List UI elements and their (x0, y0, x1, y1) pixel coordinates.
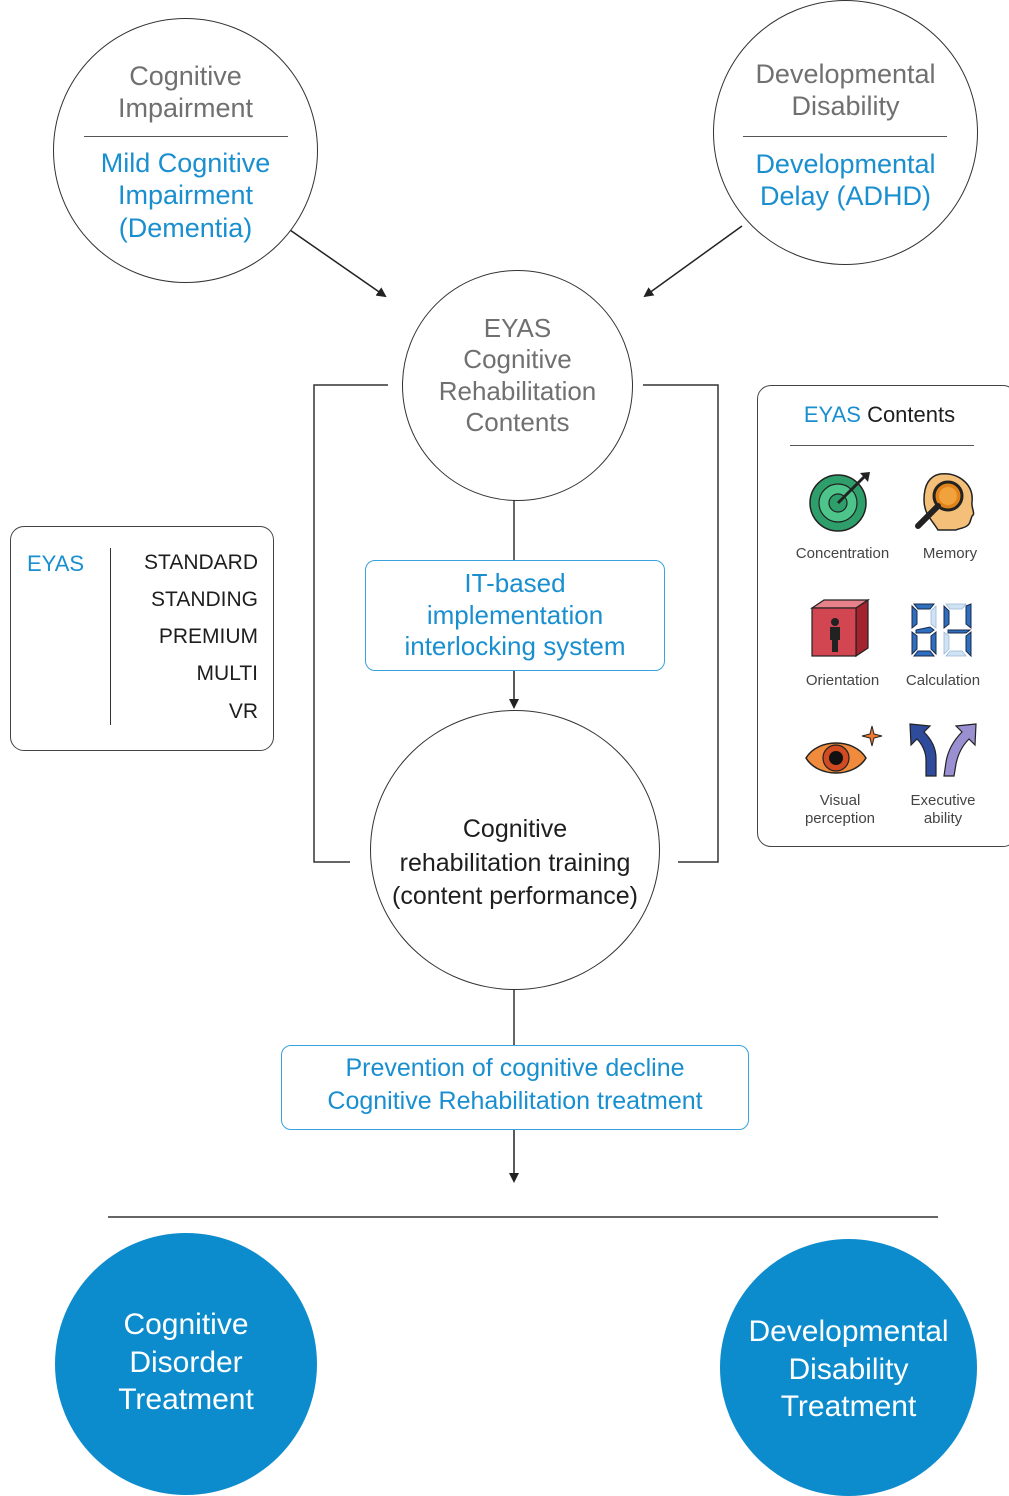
cognitive-disorder-treatment-circle (55, 1233, 317, 1495)
eyas-contents-title: EYAS Cognitive Rehabilitation Contents (438, 313, 597, 438)
cognitive-impairment-category: Cognitive Impairment (117, 61, 254, 124)
eye-icon (805, 725, 883, 774)
training-circle (370, 710, 660, 990)
outcome-box (281, 1045, 749, 1130)
person-cube-icon (810, 598, 870, 658)
orientation-label: Orientation (805, 672, 880, 689)
arrow-right-to-center (643, 225, 743, 298)
cognitive-impairment-circle (53, 18, 318, 283)
bracket-left (313, 384, 388, 863)
calculation-label: Calculation (905, 672, 981, 689)
product-item: VR (228, 700, 258, 723)
developmental-disability-treatment-circle (720, 1239, 977, 1496)
outcome-label: Prevention of cognitive decline Cognitiv… (327, 1054, 703, 1115)
developmental-disability-category: Developmental Disability (755, 59, 936, 122)
mild-cognitive-impairment-label: Mild Cognitive Impairment (Dementia) (100, 148, 271, 243)
product-item: PREMIUM (158, 625, 258, 648)
contents-panel-title: EYAS Contents (803, 402, 956, 427)
products-box (10, 526, 274, 751)
memory-label: Memory (922, 545, 978, 562)
it-system-box (365, 560, 665, 671)
developmental-delay-label: Developmental Delay (ADHD) (755, 149, 936, 212)
training-label: Cognitive rehabilitation training (conte… (392, 815, 638, 910)
eyas-contents-circle (402, 270, 633, 501)
target-icon (809, 472, 870, 532)
visual-perception-label: Visual perception (804, 792, 876, 827)
split-arrows-icon (909, 723, 977, 777)
contents-panel-divider (790, 445, 974, 446)
concentration-label: Concentration (795, 545, 890, 562)
product-item: STANDING (151, 588, 258, 611)
product-item: MULTI (196, 662, 258, 685)
developmental-disability-treatment-label: Developmental Disability Treatment (748, 1315, 949, 1423)
executive-ability-label: Executive ability (910, 792, 976, 827)
magnifier-head-icon (915, 473, 975, 531)
arrow-left-to-center (289, 229, 387, 298)
bracket-right (643, 384, 719, 863)
divider-right (743, 136, 947, 137)
it-system-label: IT-based implementation interlocking sys… (404, 568, 626, 662)
products-brand: EYAS (27, 551, 85, 576)
divider-left (84, 136, 288, 137)
products-divider (110, 548, 111, 725)
cognitive-disorder-treatment-label: Cognitive Disorder Treatment (118, 1308, 254, 1416)
product-item: STANDARD (144, 551, 258, 574)
developmental-disability-circle (713, 0, 978, 265)
digital-number-icon (911, 603, 972, 658)
